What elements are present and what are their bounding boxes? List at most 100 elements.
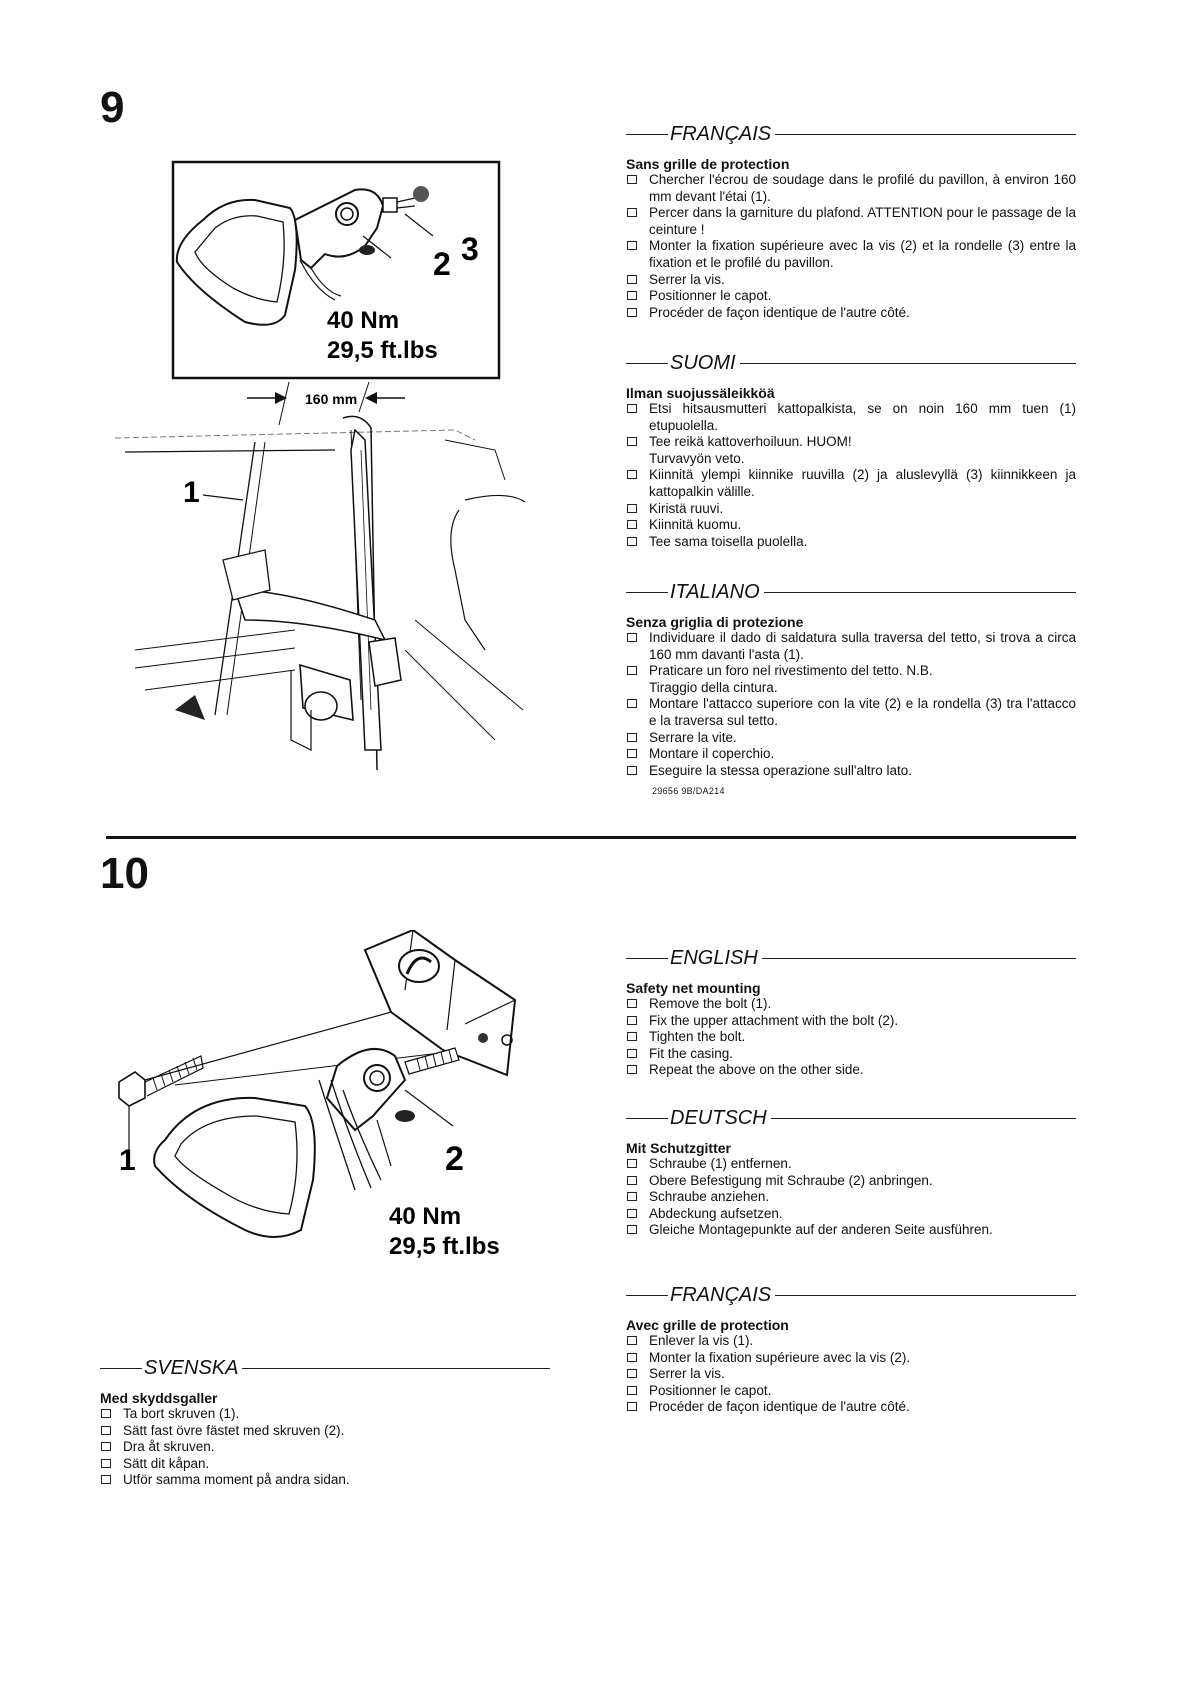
checkbox-icon — [627, 1208, 637, 1218]
list-item: Etsi hitsausmutteri kattopalkista, se on… — [626, 401, 1076, 434]
checkbox-icon — [627, 1015, 637, 1025]
section-subheading: Avec grille de protection — [626, 1317, 789, 1333]
checkbox-icon — [101, 1425, 111, 1435]
list-item: Kiinnitä ylempi kiinnike ruuvilla (2) ja… — [626, 467, 1076, 500]
checkbox-icon — [627, 208, 637, 218]
list-item: Procéder de façon identique de l'autre c… — [626, 1399, 1076, 1416]
list-item: Enlever la vis (1). — [626, 1333, 1076, 1350]
step10-illustration: 1 2 40 Nm 29,5 ft.lbs — [105, 930, 565, 1290]
step9-francais-section: FRANÇAIS Sans grille de protection Cherc… — [626, 122, 1076, 321]
fig10-torque-nm: 40 Nm — [389, 1203, 461, 1230]
checkbox-icon — [627, 437, 637, 447]
section-subheading: Mit Schutzgitter — [626, 1140, 731, 1156]
list-item: Sätt dit kåpan. — [100, 1456, 550, 1473]
checkbox-icon — [627, 404, 637, 413]
checkbox-icon — [627, 470, 637, 480]
checkbox-icon — [627, 1192, 637, 1202]
section-heading: FRANÇAIS — [626, 1283, 1076, 1307]
fig9-torque-nm: 40 Nm — [327, 307, 399, 334]
list-item: Monter la fixation supérieure avec la vi… — [626, 238, 1076, 271]
section-divider — [106, 836, 1076, 839]
section-subheading: Ilman suojussäleikköä — [626, 385, 775, 401]
list-item: Serrer la vis. — [626, 1366, 1076, 1383]
section-subheading: Senza griglia di protezione — [626, 614, 804, 630]
fig9-torque-ftlbs: 29,5 ft.lbs — [327, 337, 438, 364]
checkbox-icon — [627, 1175, 637, 1185]
list-item: Ta bort skruven (1). — [100, 1406, 550, 1423]
checkbox-icon — [627, 1048, 637, 1058]
list-item: Chercher l'écrou de soudage dans le prof… — [626, 172, 1076, 205]
section-heading: FRANÇAIS — [626, 122, 1076, 146]
fig9-label-1: 1 — [183, 476, 200, 509]
step9-suomi-section: SUOMI Ilman suojussäleikköä Etsi hitsaus… — [626, 351, 1076, 550]
checkbox-icon — [627, 291, 637, 301]
heading-text: SVENSKA — [144, 1356, 239, 1379]
list-item: Serrare la vite. — [626, 730, 1076, 747]
checkbox-icon — [627, 1369, 637, 1379]
list-item: Montare l'attacco superiore con la vite … — [626, 696, 1076, 729]
list-item: Obere Befestigung mit Schraube (2) anbri… — [626, 1173, 1076, 1190]
checkbox-icon — [627, 1032, 637, 1042]
list-item: Repeat the above on the other side. — [626, 1062, 1076, 1079]
list-item: Tighten the bolt. — [626, 1029, 1076, 1046]
list-item: Tee sama toisella puolella. — [626, 534, 1076, 551]
step10-francais-section: FRANÇAIS Avec grille de protection Enlev… — [626, 1283, 1076, 1416]
checkbox-icon — [627, 666, 637, 676]
step9-illustration: 3 2 40 Nm 29,5 ft.lbs 160 mm — [115, 150, 540, 770]
list-item: Schraube (1) entfernen. — [626, 1156, 1076, 1173]
checkbox-icon — [627, 1225, 637, 1235]
checkbox-icon — [627, 307, 637, 317]
checkbox-icon — [627, 241, 637, 251]
fig9-label-2: 2 — [433, 246, 451, 282]
checkbox-icon — [101, 1442, 111, 1452]
step10-svenska-section: SVENSKA Med skyddsgaller Ta bort skruven… — [100, 1356, 550, 1489]
checkbox-icon — [101, 1475, 111, 1485]
checkbox-icon — [627, 1385, 637, 1395]
step-number-9: 9 — [100, 83, 125, 132]
list-item: Individuare il dado di saldatura sulla t… — [626, 630, 1076, 663]
list-item: Monter la fixation supérieure avec la vi… — [626, 1350, 1076, 1367]
fig9-distance: 160 mm — [305, 391, 357, 407]
section-subheading: Safety net mounting — [626, 980, 761, 996]
list-item: Schraube anziehen. — [626, 1189, 1076, 1206]
checkbox-icon — [627, 520, 637, 530]
checkbox-icon — [101, 1458, 111, 1468]
section-heading: SUOMI — [626, 351, 1076, 375]
step10-english-section: ENGLISH Safety net mounting Remove the b… — [626, 946, 1076, 1079]
list-item: Utför samma moment på andra sidan. — [100, 1472, 550, 1489]
checkbox-icon — [627, 536, 637, 546]
section-subheading: Med skyddsgaller — [100, 1390, 218, 1406]
heading-text: ITALIANO — [670, 580, 760, 603]
list-item: Dra åt skruven. — [100, 1439, 550, 1456]
checkbox-icon — [627, 1352, 637, 1362]
list-item: Fix the upper attachment with the bolt (… — [626, 1013, 1076, 1030]
heading-text: SUOMI — [670, 351, 736, 374]
checkbox-icon — [627, 1336, 637, 1345]
heading-text: FRANÇAIS — [670, 1283, 772, 1306]
list-item: Positionner le capot. — [626, 1383, 1076, 1400]
list-item: Montare il coperchio. — [626, 746, 1076, 763]
checkbox-icon — [627, 699, 637, 709]
section-heading: SVENSKA — [100, 1356, 550, 1380]
section-heading: ITALIANO — [626, 580, 1076, 604]
checkbox-icon — [627, 633, 637, 642]
checkbox-icon — [627, 1065, 637, 1075]
list-item: Serrer la vis. — [626, 272, 1076, 289]
section-heading: ENGLISH — [626, 946, 1076, 970]
list-item: Tee reikä kattoverhoiluun. HUOM! Turvavy… — [626, 434, 1076, 467]
list-item: Kiristä ruuvi. — [626, 501, 1076, 518]
step10-deutsch-section: DEUTSCH Mit Schutzgitter Schraube (1) en… — [626, 1106, 1076, 1239]
list-item: Gleiche Montagepunkte auf der anderen Se… — [626, 1222, 1076, 1239]
checkbox-icon — [627, 749, 637, 759]
list-item: Procéder de façon identique de l'autre c… — [626, 305, 1076, 322]
fig10-torque-ftlbs: 29,5 ft.lbs — [389, 1233, 500, 1260]
checkbox-icon — [627, 1159, 637, 1168]
checkbox-icon — [627, 999, 637, 1008]
heading-text: DEUTSCH — [670, 1106, 767, 1129]
fig10-label-1: 1 — [119, 1144, 136, 1177]
heading-text: FRANÇAIS — [670, 122, 772, 145]
list-item: Abdeckung aufsetzen. — [626, 1206, 1076, 1223]
section-subheading: Sans grille de protection — [626, 156, 790, 172]
step10-drawing: 1 2 40 Nm 29,5 ft.lbs — [118, 930, 517, 1260]
heading-text: ENGLISH — [670, 946, 758, 969]
